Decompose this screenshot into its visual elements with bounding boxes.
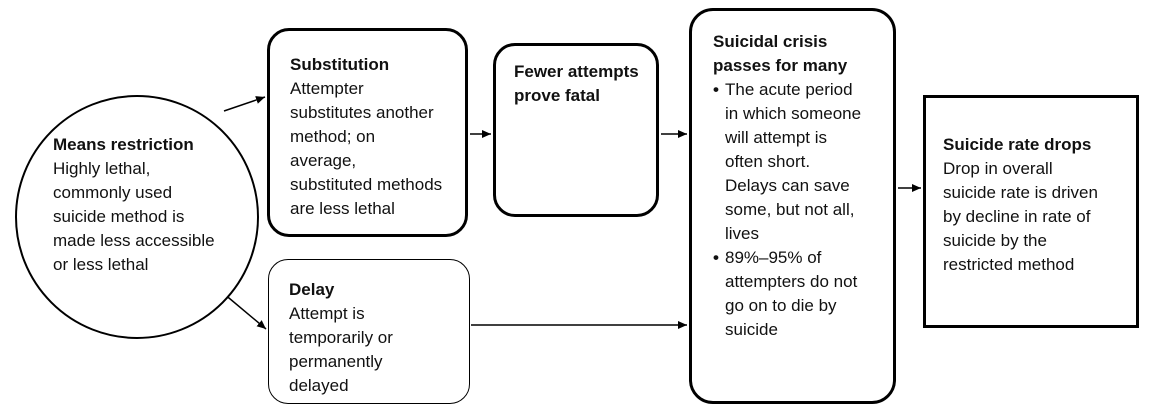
substitution-line: substitutes another — [290, 103, 434, 122]
crisis-bullet-line: Delays can save — [725, 176, 850, 195]
crisis-title-line: passes for many — [713, 56, 848, 75]
rate-drops-line: restricted method — [943, 255, 1075, 274]
rate-drops-line: suicide by the — [943, 231, 1047, 250]
crisis-bullet-line: often short. — [725, 152, 811, 171]
node-suicidal-crisis: Suicidal crisis passes for many • The ac… — [689, 8, 896, 404]
crisis-bullet-line: suicide — [725, 320, 778, 339]
substitution-line: are less lethal — [290, 199, 395, 218]
crisis-bullet-line: go on to die by — [725, 296, 837, 315]
bullet-icon: • — [713, 248, 719, 267]
delay-line: temporarily or — [289, 328, 393, 347]
substitution-line: average, — [290, 151, 357, 170]
rate-drops-line: by decline in rate of — [943, 207, 1091, 226]
node-fewer-attempts: Fewer attempts prove fatal — [493, 43, 659, 217]
delay-line: permanently — [289, 352, 383, 371]
node-substitution: Substitution Attempter substitutes anoth… — [267, 28, 468, 237]
delay-line: Attempt is — [289, 304, 365, 323]
substitution-line: Attempter — [290, 79, 364, 98]
arrow-means-to-delay — [222, 292, 267, 330]
fewer-attempts-title-line: Fewer attempts — [514, 62, 639, 81]
rate-drops-line: suicide rate is driven — [943, 183, 1098, 202]
crisis-bullet-line: lives — [725, 224, 760, 243]
crisis-bullet-item: • 89%–95% of attempters do not go on to … — [713, 246, 883, 342]
arrow-means-to-substitution — [223, 96, 266, 112]
crisis-bullet-item: • The acute period in which someone will… — [713, 78, 883, 246]
rate-drops-title: Suicide rate drops — [943, 135, 1092, 154]
rate-drops-line: Drop in overall — [943, 159, 1053, 178]
node-delay: Delay Attempt is temporarily or permanen… — [268, 259, 470, 404]
means-restriction-line: suicide method is — [53, 207, 185, 226]
delay-title: Delay — [289, 280, 335, 299]
crisis-bullet-line: in which someone — [725, 104, 862, 123]
node-suicide-rate-drops: Suicide rate drops Drop in overall suici… — [923, 95, 1139, 328]
means-restriction-title: Means restriction — [53, 135, 194, 154]
means-restriction-line: commonly used — [53, 183, 173, 202]
substitution-line: substituted methods — [290, 175, 443, 194]
crisis-bullet-line: attempters do not — [725, 272, 858, 291]
means-restriction-line: or less lethal — [53, 255, 149, 274]
substitution-title: Substitution — [290, 55, 390, 74]
fewer-attempts-title-line: prove fatal — [514, 86, 600, 105]
crisis-bullet-line: The acute period — [725, 80, 853, 99]
crisis-bullet-list: • The acute period in which someone will… — [713, 78, 883, 342]
crisis-bullet-line: some, but not all, — [725, 200, 855, 219]
crisis-bullet-line: will attempt is — [725, 128, 828, 147]
node-means-restriction: Means restriction Highly lethal, commonl… — [15, 95, 259, 339]
crisis-title-line: Suicidal crisis — [713, 32, 828, 51]
crisis-bullet-line: 89%–95% of — [725, 248, 822, 267]
bullet-icon: • — [713, 80, 719, 99]
means-restriction-line: Highly lethal, — [53, 159, 151, 178]
substitution-line: method; on — [290, 127, 376, 146]
delay-line: delayed — [289, 376, 349, 395]
means-restriction-line: made less accessible — [53, 231, 215, 250]
